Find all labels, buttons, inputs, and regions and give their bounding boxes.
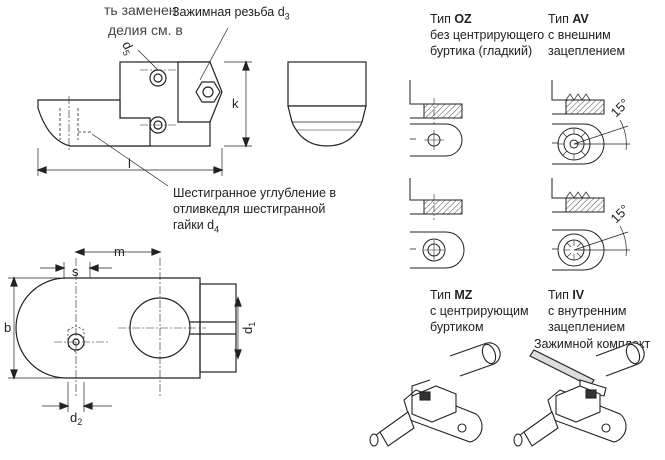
dim-l: l xyxy=(128,156,131,171)
type-av-drawing xyxy=(551,80,630,165)
angle-av: 15° xyxy=(608,96,633,121)
type-iv-line1: Тип IV xyxy=(548,288,585,302)
hex-recess-label-2: отливкедля шестигранной xyxy=(173,202,326,216)
type-mz-drawing xyxy=(409,178,465,269)
intro-text-line2: делия см. в xyxy=(108,22,183,38)
clamp-thread-label: Зажимная резьба d3 xyxy=(172,5,290,22)
dim-d5: d5 xyxy=(117,39,138,57)
angle-iv: 15° xyxy=(608,202,633,227)
dim-k: k xyxy=(232,96,239,111)
type-mz-line1: Тип MZ xyxy=(430,288,473,302)
top-view xyxy=(8,248,242,412)
dim-d1: d1 xyxy=(240,322,257,334)
type-oz-line3: буртика (гладкий) xyxy=(430,44,533,58)
dim-m: m xyxy=(114,244,125,259)
type-mz-line3: буртиком xyxy=(430,320,484,334)
type-iv-line3: зацеплением xyxy=(548,320,626,334)
dim-b: b xyxy=(4,320,11,335)
type-iv-line2: с внутренним xyxy=(548,304,627,318)
end-view xyxy=(287,61,367,147)
dim-d2: d2 xyxy=(70,410,82,427)
type-iv-drawing xyxy=(551,178,630,271)
intro-text-line1: ть заменен xyxy=(104,2,177,18)
type-oz-line1: Тип OZ xyxy=(430,12,472,26)
iso-clamp-right xyxy=(513,342,645,447)
iso-clamp-left xyxy=(369,342,501,447)
type-oz-drawing xyxy=(409,80,463,157)
hex-recess-label-1: Шестигранное углубление в xyxy=(173,186,337,200)
type-av-line2: с внешним xyxy=(548,28,611,42)
type-av-line3: зацеплением xyxy=(548,44,626,58)
side-view xyxy=(36,27,252,187)
dim-s: s xyxy=(72,264,79,279)
type-mz-line2: с центрирующим xyxy=(430,304,529,318)
hex-recess-label-3: гайки d4 xyxy=(173,218,220,235)
type-av-line1: Тип AV xyxy=(548,12,589,26)
type-oz-line2: без центрирующего xyxy=(430,28,545,42)
